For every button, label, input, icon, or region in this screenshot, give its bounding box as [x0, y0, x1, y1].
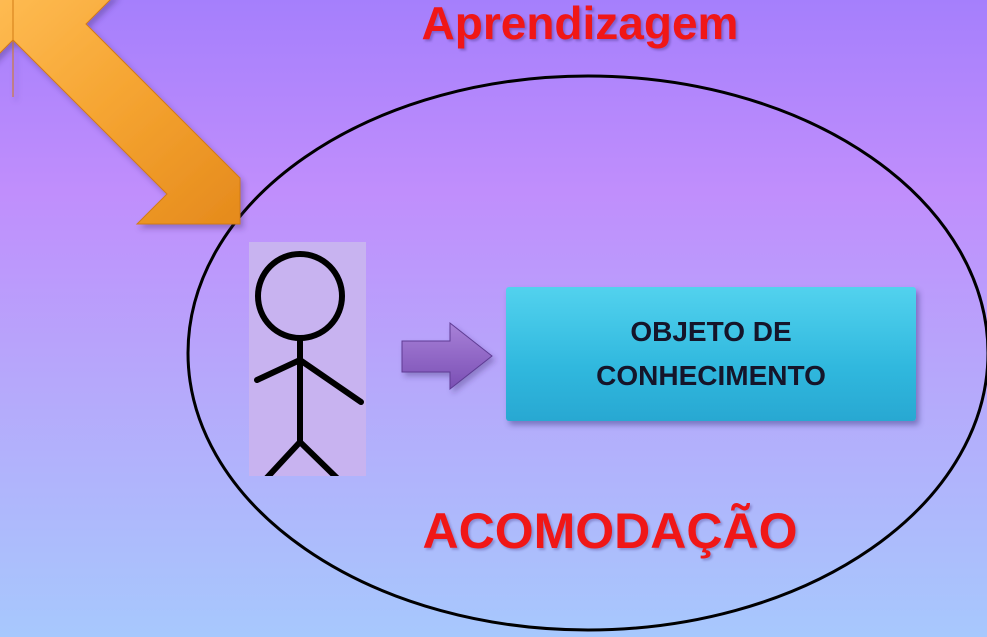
accommodation-caption: ACOMODAÇÃO	[422, 503, 798, 559]
diagonal-double-arrow-icon	[0, 0, 241, 225]
right-arrow-icon	[401, 321, 493, 391]
page-title: Aprendizagem	[421, 0, 739, 49]
context-ellipse	[186, 74, 987, 632]
person-box	[249, 242, 366, 476]
stick-figure-icon	[254, 251, 364, 476]
knowledge-object-label: OBJETO DE CONHECIMENTO	[596, 316, 826, 391]
knowledge-object-box: OBJETO DE CONHECIMENTO	[506, 287, 916, 421]
